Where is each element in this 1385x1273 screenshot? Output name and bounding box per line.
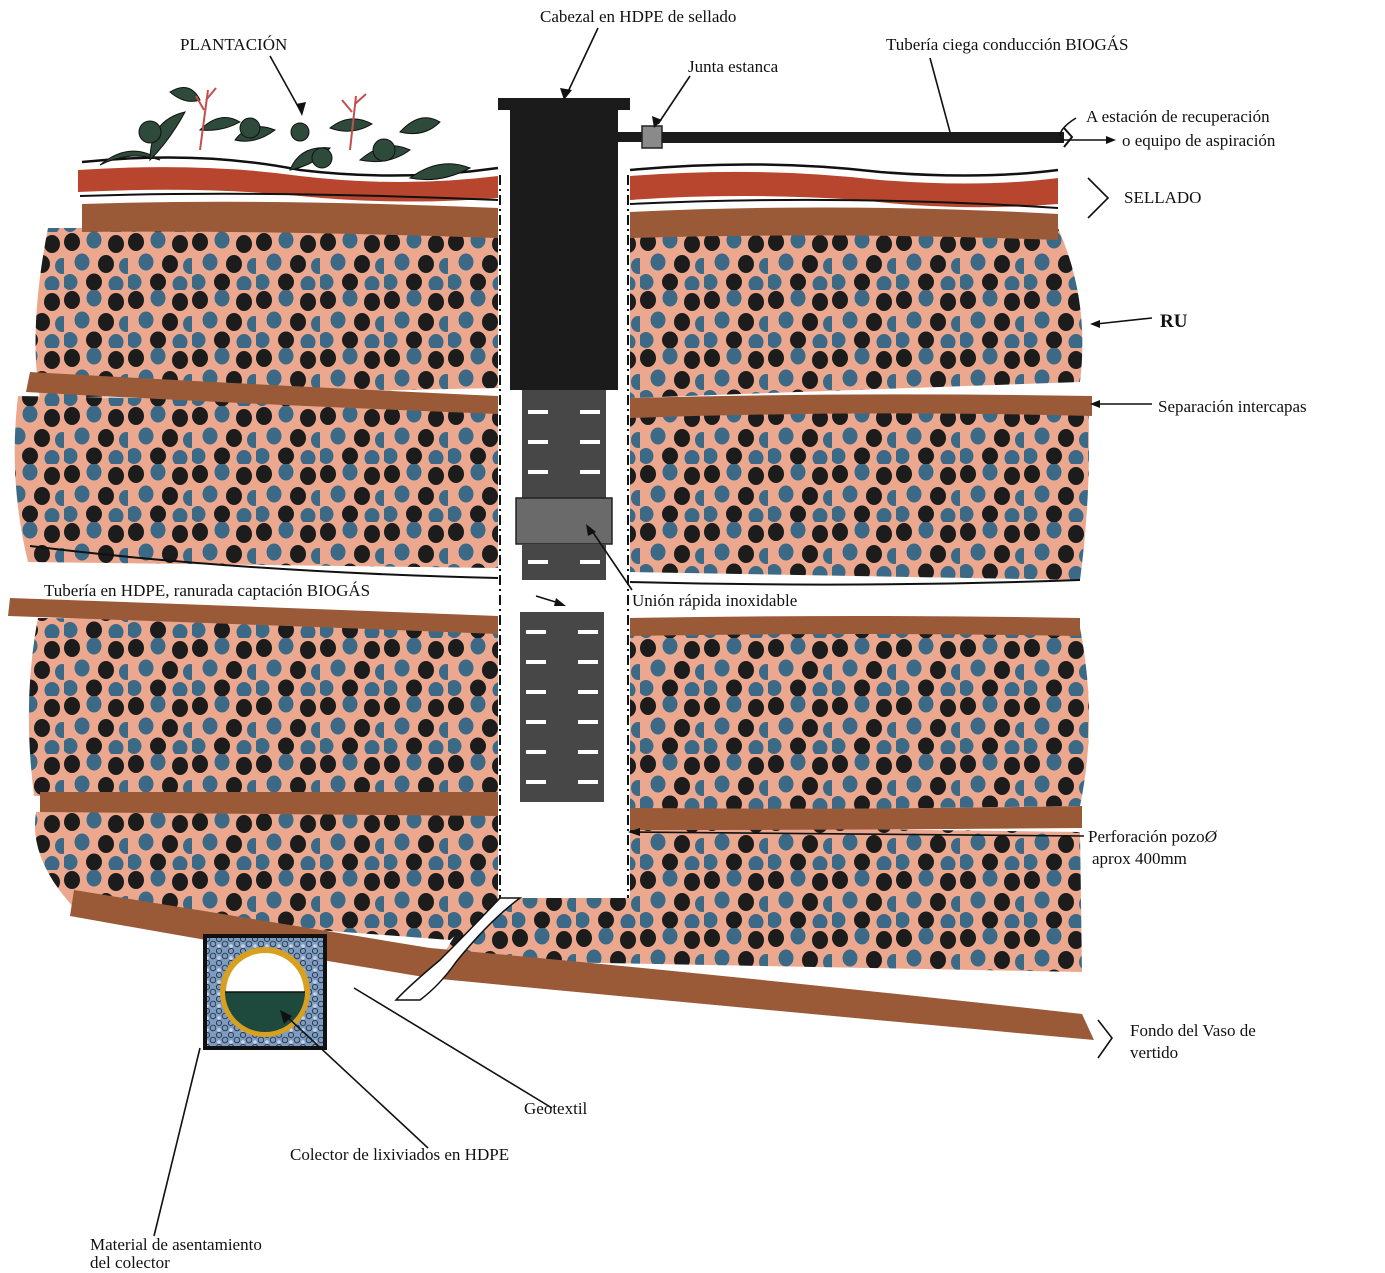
label-cabezal: Cabezal en HDPE de sellado	[540, 7, 736, 26]
waste-layer-2-left	[15, 396, 498, 568]
label-tuberia-ciega: Tubería ciega conducción BIOGÁS	[886, 35, 1129, 54]
label-junta-estanca: Junta estanca	[688, 57, 779, 76]
label-fondo-2: vertido	[1130, 1043, 1178, 1062]
sealing-brown-right	[630, 207, 1058, 240]
label-colector: Colector de lixiviados en HDPE	[290, 1145, 509, 1164]
waste-layer-2-right	[630, 400, 1089, 580]
label-fondo-1: Fondo del Vaso de	[1130, 1021, 1256, 1040]
label-a-estacion-1: A estación de recuperación	[1086, 107, 1270, 126]
separation-2-right	[630, 616, 1080, 636]
label-a-estacion-2: o equipo de aspiración	[1122, 131, 1276, 150]
label-union-rapida: Unión rápida inoxidable	[632, 591, 797, 610]
crack-line-right	[630, 580, 1080, 585]
separation-3-left	[40, 792, 498, 816]
waste-layer-1-right	[630, 228, 1082, 398]
label-sellado: SELLADO	[1124, 188, 1201, 207]
label-material-1: Material de asentamiento	[90, 1235, 262, 1254]
hdpe-sealing-head	[498, 98, 630, 390]
label-plantacion: PLANTACIÓN	[180, 35, 287, 54]
waste-layer-3-right	[630, 628, 1089, 812]
label-geotextil: Geotextil	[524, 1099, 588, 1118]
biogas-blind-pipe	[618, 126, 1072, 148]
label-separacion: Separación intercapas	[1158, 397, 1307, 416]
label-perforacion-1: Perforación pozoØ	[1088, 827, 1218, 846]
leachate-collector	[205, 936, 325, 1048]
label-tuberia-ranurada: Tubería en HDPE, ranurada captación BIOG…	[44, 581, 370, 600]
label-ru: RU	[1160, 311, 1188, 332]
waste-layer-3-left	[29, 618, 498, 798]
separation-3-right	[630, 806, 1082, 830]
label-perforacion-2: aprox 400mm	[1092, 849, 1187, 868]
label-material-2: del colector	[90, 1253, 170, 1272]
waste-layer-1-left	[36, 228, 499, 398]
plantation-vegetation	[100, 88, 470, 180]
